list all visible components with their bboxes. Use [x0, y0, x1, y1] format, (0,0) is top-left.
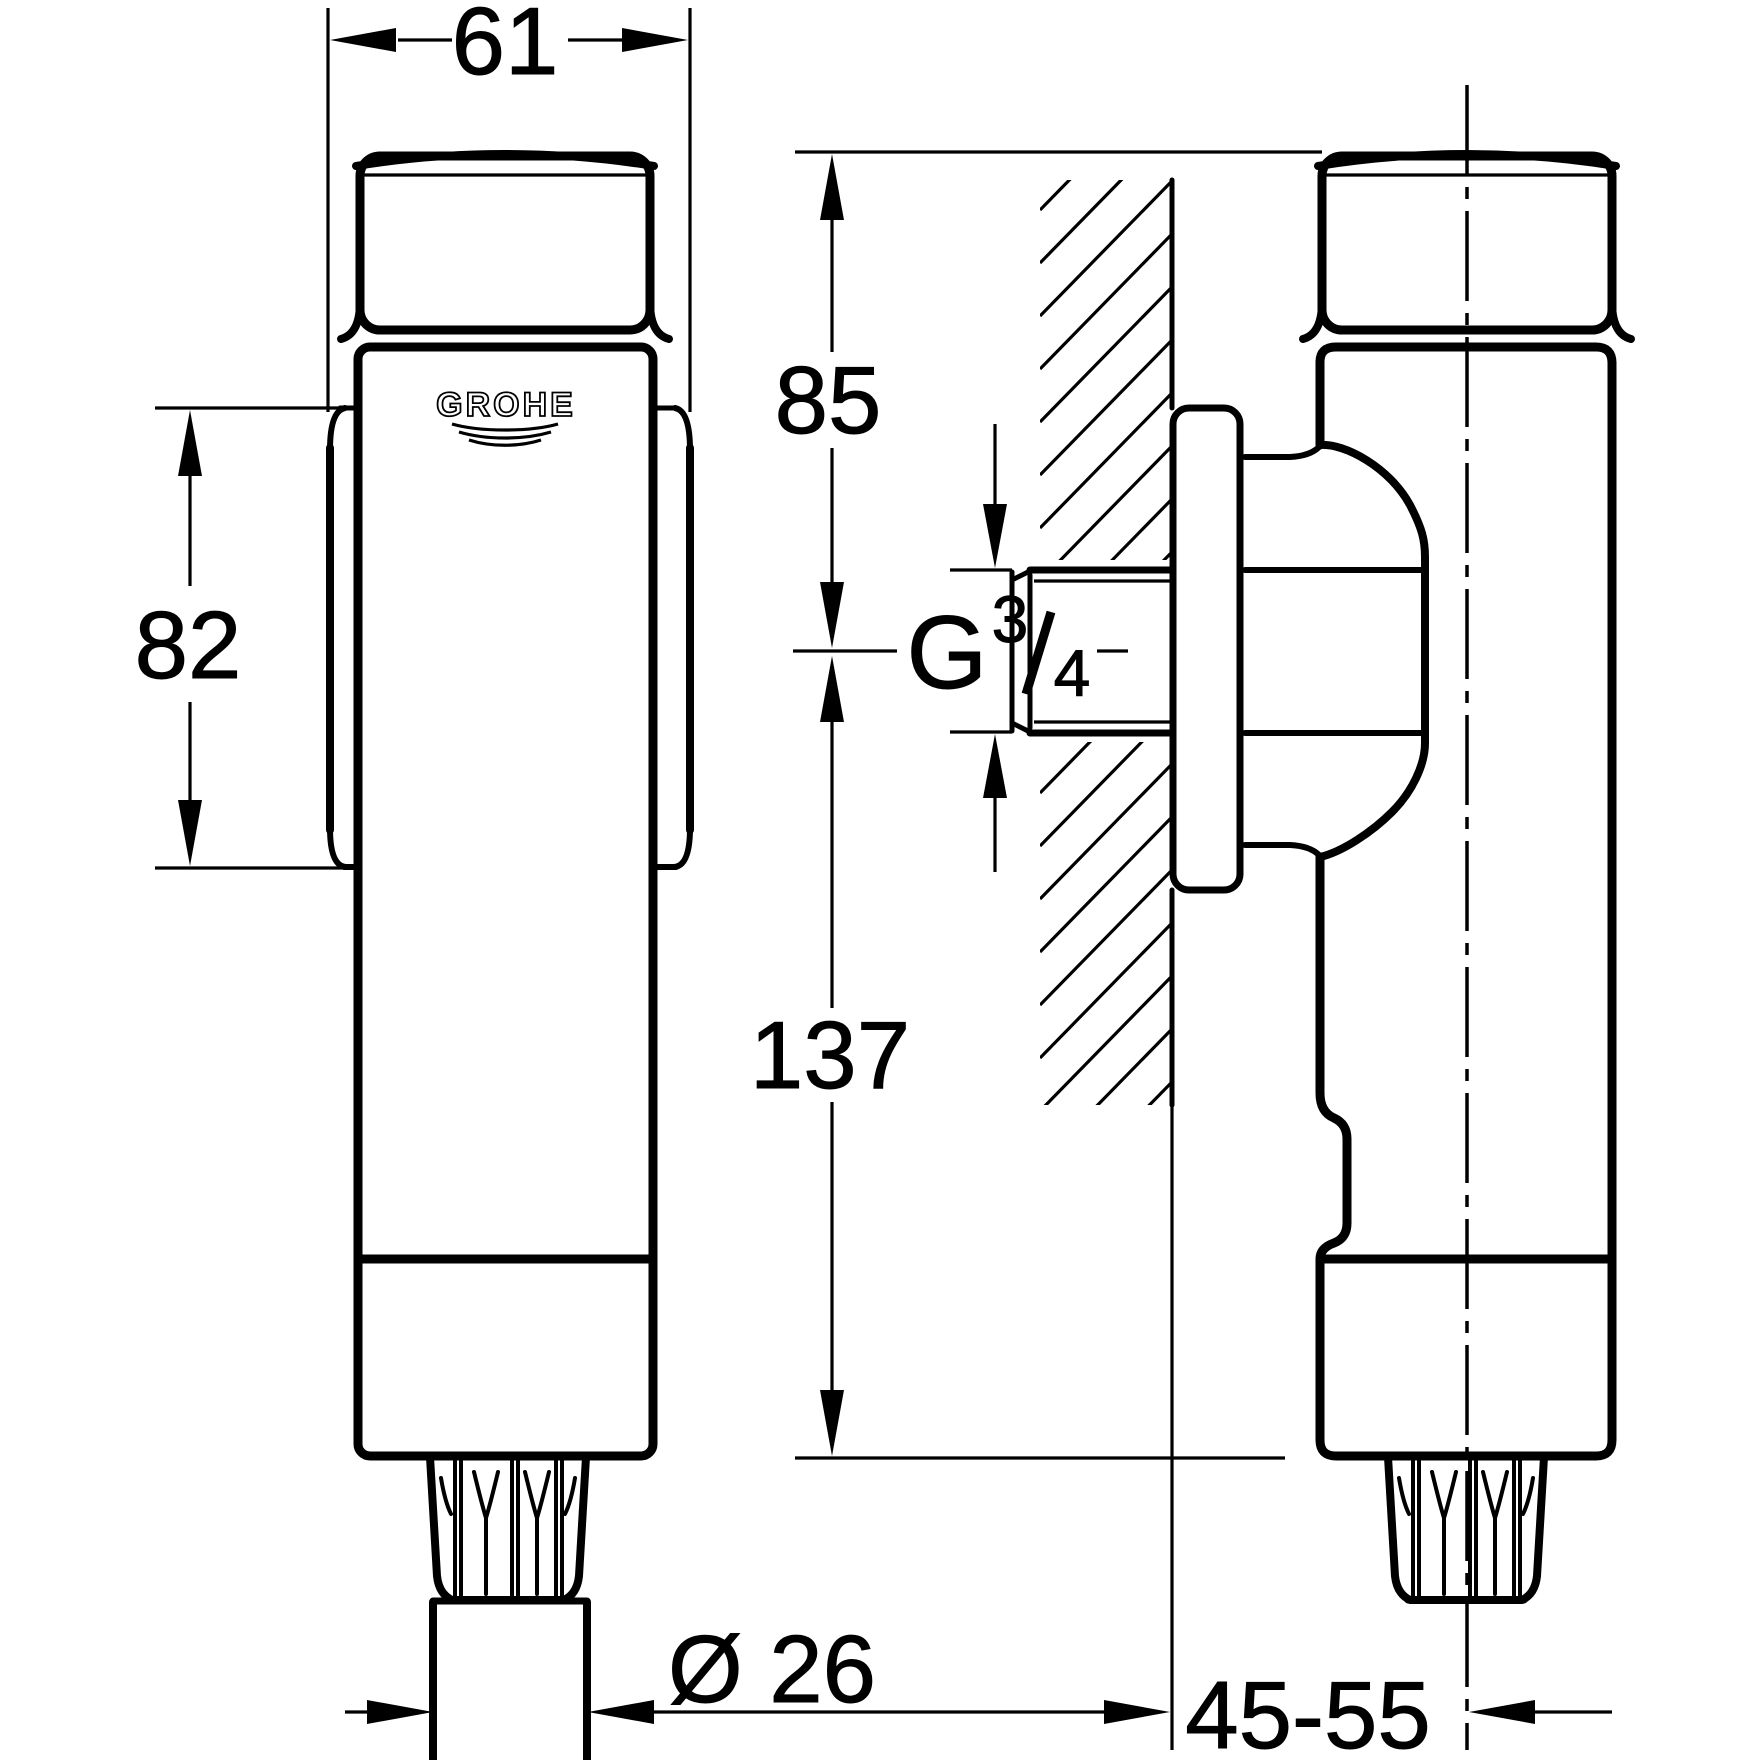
dim-4555-arrow-left [1104, 1700, 1170, 1724]
dim-diameter-26: Ø 26 [345, 1616, 1104, 1724]
thread-tick-lines [950, 568, 1012, 734]
dim-4555-arrow-right [1469, 1700, 1535, 1724]
thread-numerator: 3 [992, 582, 1029, 656]
cap-front [341, 154, 669, 339]
thread-arrow-down [983, 504, 1007, 568]
dim-26-label: Ø 26 [668, 1616, 876, 1723]
dim-width-61: 61 [326, 0, 692, 412]
dim-137-label: 137 [750, 1002, 910, 1109]
thread-slash [1021, 610, 1056, 696]
logo-wave-2 [458, 430, 552, 440]
dim-82-extension-lines [155, 406, 342, 870]
boss-lower-bulge [1316, 739, 1429, 861]
dim-61-arrow-right [622, 28, 688, 52]
wall-flange [1169, 404, 1244, 894]
dim-85-arrow-up [820, 154, 844, 220]
front-view: GROHE [326, 154, 694, 1760]
boss-silhouette-lines [1242, 567, 1425, 736]
escutcheon-top-left-corner [327, 405, 348, 453]
dim-offset-85: 85 [774, 150, 1322, 653]
grohe-logo-text: GROHE [436, 386, 576, 424]
connector-chamfers [1009, 568, 1033, 735]
boss-upper-bulge [1316, 440, 1429, 561]
inlet-boss [1242, 440, 1429, 861]
connector-thread-lines [1034, 579, 1172, 724]
escutcheon-top-right-corner [672, 405, 693, 453]
dim-height-82: 82 [134, 406, 342, 870]
thread-callout: G 3 4 [906, 424, 1091, 872]
logo-wave-1 [451, 422, 559, 432]
drawing-root: GROHE [134, 0, 1631, 1760]
dim-height-137: 137 [749, 656, 1285, 1460]
side-view [1009, 85, 1631, 1750]
dim-wall-distance: 45-55 [1104, 1105, 1612, 1760]
thread-arrow-up [983, 734, 1007, 798]
thread-denominator: 4 [1054, 636, 1091, 710]
outlet-pipe [429, 1598, 591, 1760]
dim-82-arrow-down [178, 800, 202, 866]
dim-137-arrow-down [820, 1390, 844, 1456]
dim-61-arrow-left [330, 28, 396, 52]
grohe-logo: GROHE [435, 385, 576, 447]
dim-82-arrow-up [178, 410, 202, 476]
dim-85-label: 85 [775, 347, 882, 454]
valve-body-front [353, 342, 658, 1461]
flange-neck-top [1242, 444, 1322, 460]
dim-85-arrow-down [820, 582, 844, 648]
dim-82-label: 82 [135, 592, 242, 699]
flange-neck-bottom [1242, 842, 1322, 858]
dim-61-label: 61 [452, 0, 559, 95]
body-side-left-step [1315, 852, 1352, 1264]
dim-4555-label: 45-55 [1185, 1662, 1431, 1760]
thread-connector [1009, 566, 1176, 737]
dim-26-arrow-left [367, 1700, 433, 1724]
dim-26-arrow-right [588, 1700, 654, 1724]
logo-wave-3 [468, 438, 542, 447]
dim-137-arrow-up [820, 656, 844, 722]
dim-61-extension-lines [326, 8, 692, 412]
thread-g-label: G [907, 595, 988, 711]
connector-edges [1026, 566, 1176, 737]
